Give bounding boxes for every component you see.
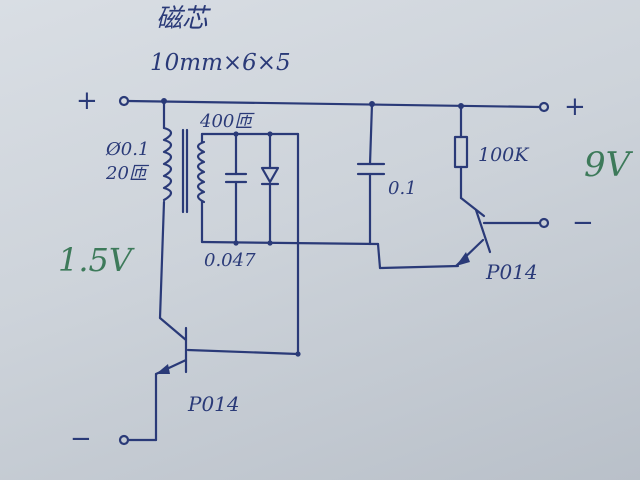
input-plus-terminal xyxy=(118,95,130,107)
core-title: 磁芯 xyxy=(156,4,209,34)
tank-circuit-wires xyxy=(200,131,380,356)
core-size: 10mm×6×5 xyxy=(150,50,291,76)
supply-voltage-label: 1.5V xyxy=(58,241,132,279)
transistor-q1 xyxy=(118,316,301,446)
filter-capacitor-value: 0.1 xyxy=(388,178,417,199)
left-supply-wire xyxy=(158,99,166,320)
output-plus-label: + xyxy=(564,92,586,122)
transformer-core xyxy=(181,128,189,214)
secondary-coil xyxy=(196,140,206,204)
top-positive-rail xyxy=(118,95,550,113)
input-minus-terminal xyxy=(118,434,130,446)
junction-dot xyxy=(295,351,301,357)
resistor xyxy=(453,104,486,218)
q2-base-wire xyxy=(376,242,460,270)
primary-coil xyxy=(162,126,173,202)
output-minus-terminal xyxy=(538,217,550,229)
transistor-q2 xyxy=(454,208,550,268)
input-minus-label: − xyxy=(70,424,92,454)
primary-winding-note: Ø0.1 20匝 xyxy=(106,139,150,185)
filter-capacitor xyxy=(356,102,386,246)
secondary-winding-note: 400匝 xyxy=(200,111,253,132)
output-voltage-label: 9V xyxy=(584,145,631,185)
input-plus-label: + xyxy=(76,86,98,116)
output-minus-label: − xyxy=(572,208,594,238)
output-plus-terminal xyxy=(538,101,550,113)
diode xyxy=(260,132,280,245)
resistor-value: 100K xyxy=(478,144,529,166)
q1-label: P014 xyxy=(188,392,240,416)
tank-capacitor xyxy=(224,132,248,245)
tank-capacitor-value: 0.047 xyxy=(204,250,256,271)
q2-label: P014 xyxy=(486,260,538,284)
